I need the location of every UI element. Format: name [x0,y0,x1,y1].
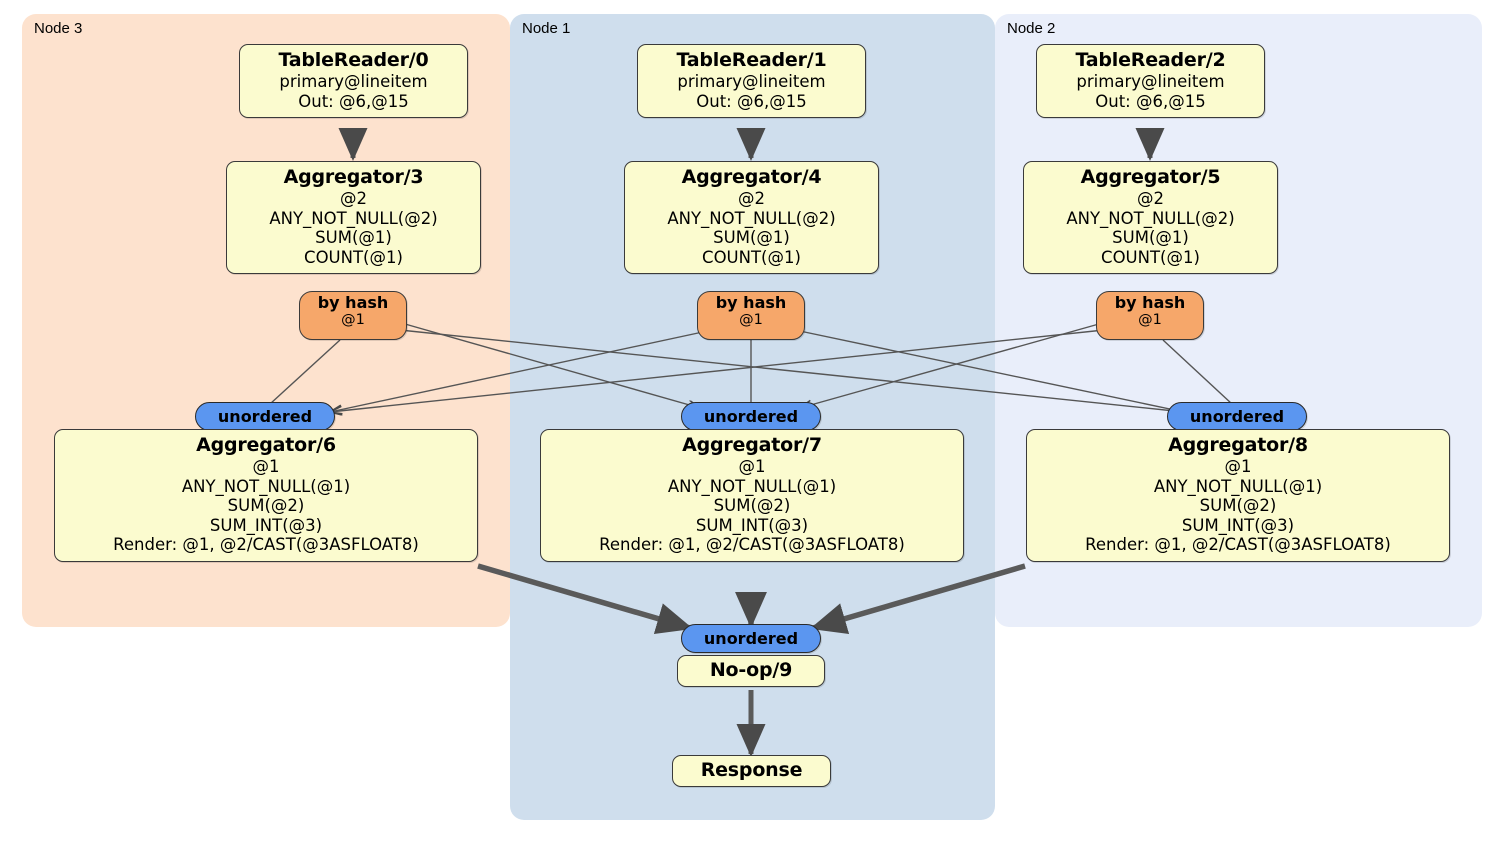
tablereader-2-line-1: primary@lineitem [1076,72,1225,92]
synchronizer-unordered-0[interactable]: unordered [195,402,335,431]
tablereader-1-title: TableReader/1 [676,49,827,71]
synchronizer-unordered-1[interactable]: unordered [681,402,821,431]
response-title: Response [700,759,803,781]
tablereader-2-line-2: Out: @6,@15 [1095,91,1206,111]
aggregator-5-line-1: @2 [1137,189,1164,209]
aggregator-7-title: Aggregator/7 [682,434,822,456]
aggregator-8-line-4: SUM_INT(@3) [1181,515,1295,535]
processor-aggregator-5[interactable]: Aggregator/5 @2 ANY_NOT_NULL(@2) SUM(@1)… [1023,161,1278,275]
aggregator-3-line-3: SUM(@1) [315,228,392,248]
aggregator-5-line-4: COUNT(@1) [1101,247,1200,267]
router-by-hash-2-column: @1 [1138,312,1162,329]
aggregator-6-line-4: SUM_INT(@3) [209,515,323,535]
aggregator-6-line-1: @1 [252,457,280,477]
aggregator-3-line-4: COUNT(@1) [304,247,403,267]
aggregator-8-line-1: @1 [1224,457,1252,477]
noop-9-title: No-op/9 [709,659,793,681]
aggregator-3-line-1: @2 [340,189,367,209]
aggregator-5-title: Aggregator/5 [1080,166,1221,188]
tablereader-2-title: TableReader/2 [1075,49,1226,71]
router-by-hash-1-kind: by hash [715,293,787,312]
aggregator-4-line-3: SUM(@1) [713,228,790,248]
aggregator-6-line-5: Render: @1, @2/CAST(@3ASFLOAT8) [113,535,419,555]
router-by-hash-2-kind: by hash [1114,293,1186,312]
region-node-1-label: Node 1 [522,20,571,37]
aggregator-7-line-2: ANY_NOT_NULL(@1) [667,476,837,496]
aggregator-3-title: Aggregator/3 [283,166,424,188]
processor-aggregator-8[interactable]: Aggregator/8 @1 ANY_NOT_NULL(@1) SUM(@2)… [1026,429,1450,562]
synchronizer-unordered-2-label: unordered [1189,406,1285,426]
processor-aggregator-6[interactable]: Aggregator/6 @1 ANY_NOT_NULL(@1) SUM(@2)… [54,429,478,562]
aggregator-3-line-2: ANY_NOT_NULL(@2) [269,208,438,228]
router-by-hash-2[interactable]: by hash @1 [1096,291,1204,340]
aggregator-8-title: Aggregator/8 [1168,434,1308,456]
tablereader-1-line-2: Out: @6,@15 [696,91,807,111]
aggregator-8-line-2: ANY_NOT_NULL(@1) [1153,476,1323,496]
router-by-hash-0-column: @1 [341,312,365,329]
router-by-hash-0-kind: by hash [317,293,389,312]
tablereader-0-line-2: Out: @6,@15 [298,91,409,111]
aggregator-7-line-1: @1 [738,457,766,477]
processor-aggregator-4[interactable]: Aggregator/4 @2 ANY_NOT_NULL(@2) SUM(@1)… [624,161,879,275]
aggregator-7-line-3: SUM(@2) [713,496,791,516]
router-by-hash-1-column: @1 [739,312,763,329]
aggregator-8-line-5: Render: @1, @2/CAST(@3ASFLOAT8) [1085,535,1391,555]
processor-aggregator-7[interactable]: Aggregator/7 @1 ANY_NOT_NULL(@1) SUM(@2)… [540,429,964,562]
aggregator-4-line-2: ANY_NOT_NULL(@2) [667,208,836,228]
processor-tablereader-2[interactable]: TableReader/2 primary@lineitem Out: @6,@… [1036,44,1265,119]
aggregator-7-line-5: Render: @1, @2/CAST(@3ASFLOAT8) [599,535,905,555]
synchronizer-unordered-2[interactable]: unordered [1167,402,1307,431]
synchronizer-unordered-final[interactable]: unordered [681,624,821,653]
region-node-2-label: Node 2 [1007,20,1056,37]
processor-aggregator-3[interactable]: Aggregator/3 @2 ANY_NOT_NULL(@2) SUM(@1)… [226,161,481,275]
aggregator-4-line-1: @2 [738,189,765,209]
aggregator-5-line-3: SUM(@1) [1112,228,1189,248]
aggregator-8-line-3: SUM(@2) [1199,496,1277,516]
processor-response[interactable]: Response [672,755,831,788]
processor-noop-9[interactable]: No-op/9 [677,655,825,688]
aggregator-7-line-4: SUM_INT(@3) [695,515,809,535]
tablereader-0-line-1: primary@lineitem [279,72,428,92]
processor-tablereader-1[interactable]: TableReader/1 primary@lineitem Out: @6,@… [637,44,866,119]
aggregator-6-line-2: ANY_NOT_NULL(@1) [181,476,351,496]
synchronizer-unordered-0-label: unordered [217,406,313,426]
aggregator-4-line-4: COUNT(@1) [702,247,801,267]
processor-tablereader-0[interactable]: TableReader/0 primary@lineitem Out: @6,@… [239,44,468,119]
synchronizer-unordered-1-label: unordered [703,406,799,426]
aggregator-6-title: Aggregator/6 [196,434,336,456]
region-node-3-label: Node 3 [34,20,83,37]
tablereader-1-line-1: primary@lineitem [677,72,826,92]
aggregator-6-line-3: SUM(@2) [227,496,305,516]
synchronizer-unordered-final-label: unordered [703,628,799,648]
router-by-hash-1[interactable]: by hash @1 [697,291,805,340]
aggregator-4-title: Aggregator/4 [681,166,822,188]
tablereader-0-title: TableReader/0 [278,49,429,71]
aggregator-5-line-2: ANY_NOT_NULL(@2) [1066,208,1235,228]
router-by-hash-0[interactable]: by hash @1 [299,291,407,340]
